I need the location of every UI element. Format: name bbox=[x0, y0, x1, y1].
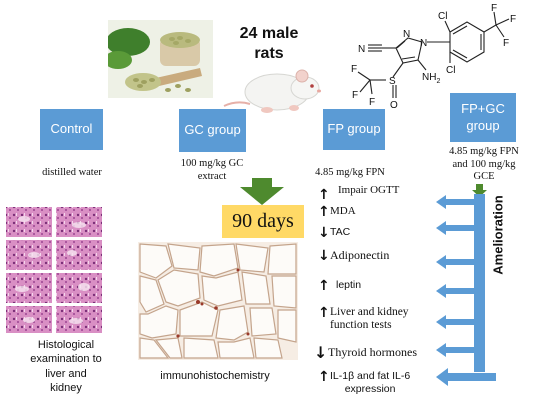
effect-text-line-1: Liver and kidney bbox=[330, 306, 409, 318]
histology-caption-line-1: Histological bbox=[37, 339, 95, 351]
fp-group-box: FP group bbox=[323, 109, 385, 150]
duration-box: 90 days bbox=[222, 205, 304, 238]
label-f-left-1: F bbox=[351, 64, 357, 75]
amelioration-label: Amelioration bbox=[490, 195, 506, 275]
down-arrow-icon: ↓ bbox=[314, 343, 328, 362]
gc-treatment-line-1: 100 mg/kg GC bbox=[180, 158, 244, 169]
gc-treatment-line-2: extract bbox=[197, 170, 227, 182]
effect-item: ↓ Thyroid hormones bbox=[314, 343, 417, 362]
effect-text: Impair OGTT bbox=[338, 184, 400, 196]
fpgc-group-box: FP+GC group bbox=[450, 93, 516, 142]
control-group-box: Control bbox=[40, 109, 103, 150]
effect-text-line-2: function tests bbox=[330, 319, 392, 331]
study-title: 24 male rats bbox=[230, 24, 308, 64]
fp-label: FP group bbox=[327, 121, 381, 137]
up-arrow-icon: ↑ bbox=[318, 187, 330, 203]
effect-text: TAC bbox=[330, 226, 351, 238]
effect-item: ↑ Impair OGTT bbox=[318, 184, 399, 203]
histology-caption-line-3: liver and bbox=[45, 367, 87, 380]
label-n-ring-1: N bbox=[420, 38, 427, 49]
up-arrow-icon: ↑ bbox=[318, 204, 330, 220]
fipronil-structure: Cl F F F N N N NH2 Cl F F F S O bbox=[351, 3, 516, 111]
effect-text-line-2: expression bbox=[344, 383, 396, 395]
label-nh2: NH2 bbox=[422, 72, 440, 85]
histology-caption: Histological examination to liver and ki… bbox=[20, 338, 112, 395]
gc-treatment: 100 mg/kg GC extract bbox=[160, 158, 264, 183]
down-arrow-icon: ↓ bbox=[318, 248, 330, 264]
effect-item: ↑ MDA bbox=[318, 205, 356, 219]
label-n-nitrile: N bbox=[358, 44, 365, 55]
label-n-ring-2: N bbox=[403, 29, 410, 40]
gc-label: GC group bbox=[184, 122, 241, 138]
label-cl-bottom: Cl bbox=[446, 65, 455, 76]
rat-photo bbox=[223, 69, 321, 113]
immuno-caption: immunohistochemistry bbox=[160, 370, 270, 382]
fpgc-label-line-2: group bbox=[466, 117, 500, 133]
label-cl-top: Cl bbox=[438, 11, 447, 22]
amelioration-arrows bbox=[436, 184, 496, 386]
fpgc-label-line-1: FP+GC bbox=[461, 101, 505, 117]
fpgc-treatment: 4.85 mg/kg FPN and 100 mg/kg GCE bbox=[430, 146, 538, 184]
label-o: O bbox=[390, 100, 398, 111]
title-line-1: 24 male bbox=[239, 25, 299, 42]
effect-text: MDA bbox=[330, 205, 356, 217]
fpgc-treatment-line-1: 4.85 mg/kg FPN bbox=[449, 146, 519, 157]
fpgc-treatment-line-2: and 100 mg/kg bbox=[452, 158, 516, 170]
histology-caption-line-4: kidney bbox=[50, 381, 82, 394]
fp-treatment: 4.85 mg/kg FPN bbox=[315, 167, 385, 178]
adipose-tissue-micrograph bbox=[138, 242, 298, 360]
label-s: S bbox=[389, 76, 396, 87]
title-line-2: rats bbox=[254, 45, 284, 62]
down-arrow-icon: ↓ bbox=[318, 225, 330, 241]
up-arrow-icon: ↑ bbox=[318, 278, 330, 294]
effect-item: ↓ TAC bbox=[318, 226, 350, 240]
up-arrow-icon: ↑ bbox=[318, 369, 330, 385]
histology-caption-line-2: examination to bbox=[30, 353, 102, 366]
label-f-top: F bbox=[491, 3, 497, 14]
up-arrow-icon: ↑ bbox=[318, 305, 330, 321]
effect-text: leptin bbox=[336, 279, 362, 291]
control-label: Control bbox=[50, 121, 93, 137]
label-f-left-3: F bbox=[369, 97, 375, 108]
label-f-left-2: F bbox=[352, 90, 358, 101]
green-down-arrow-icon bbox=[240, 178, 284, 205]
effect-text: Thyroid hormones bbox=[328, 345, 417, 359]
effect-item: ↑ leptin bbox=[318, 279, 361, 293]
gc-group-box: GC group bbox=[179, 109, 246, 152]
control-treatment: distilled water bbox=[42, 167, 102, 178]
label-f-lower: F bbox=[503, 38, 509, 49]
effect-item: ↓ Adiponectin bbox=[318, 248, 390, 264]
green-coffee-photo bbox=[108, 20, 213, 98]
label-f-right: F bbox=[510, 14, 516, 25]
fpgc-treatment-line-3: GCE bbox=[473, 171, 495, 183]
effect-text: Adiponectin bbox=[330, 248, 390, 262]
effect-text-line-1: IL-1β and fat IL-6 bbox=[330, 370, 411, 382]
histology-micrographs bbox=[4, 205, 104, 335]
